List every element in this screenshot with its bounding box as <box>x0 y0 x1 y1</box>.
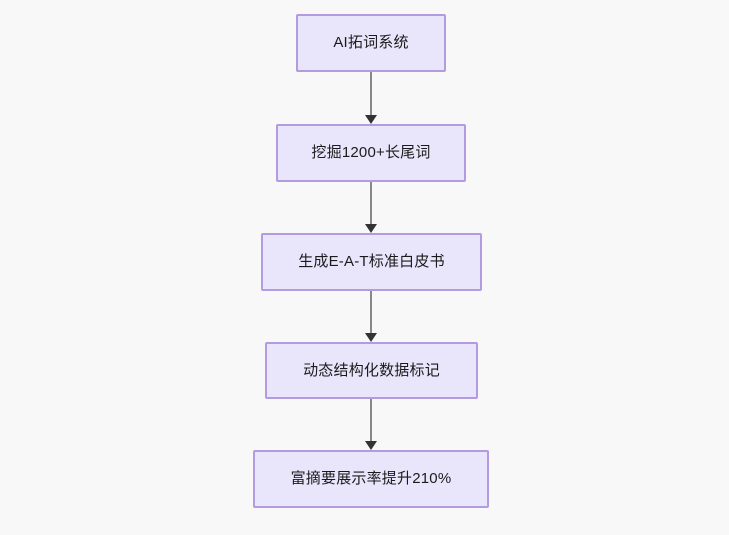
flow-connector-2 <box>361 182 381 233</box>
flow-node-ai-keyword-system[interactable]: AI拓词系统 <box>296 14 446 72</box>
connector-line <box>370 182 372 226</box>
flow-node-rich-snippet-uplift[interactable]: 富摘要展示率提升210% <box>253 450 489 508</box>
arrow-head-icon <box>365 441 377 450</box>
arrow-head-icon <box>365 224 377 233</box>
connector-line <box>370 72 372 117</box>
flow-node-dynamic-structured-data-markup[interactable]: 动态结构化数据标记 <box>265 342 478 399</box>
connector-line <box>370 291 372 335</box>
flow-connector-1 <box>361 72 381 124</box>
flow-node-mine-longtail-keywords[interactable]: 挖掘1200+长尾词 <box>276 124 466 182</box>
flow-connector-3 <box>361 291 381 342</box>
flow-node-generate-eat-whitepaper[interactable]: 生成E-A-T标准白皮书 <box>261 233 482 291</box>
arrow-head-icon <box>365 333 377 342</box>
arrow-head-icon <box>365 115 377 124</box>
connector-line <box>370 399 372 443</box>
flow-connector-4 <box>361 399 381 450</box>
